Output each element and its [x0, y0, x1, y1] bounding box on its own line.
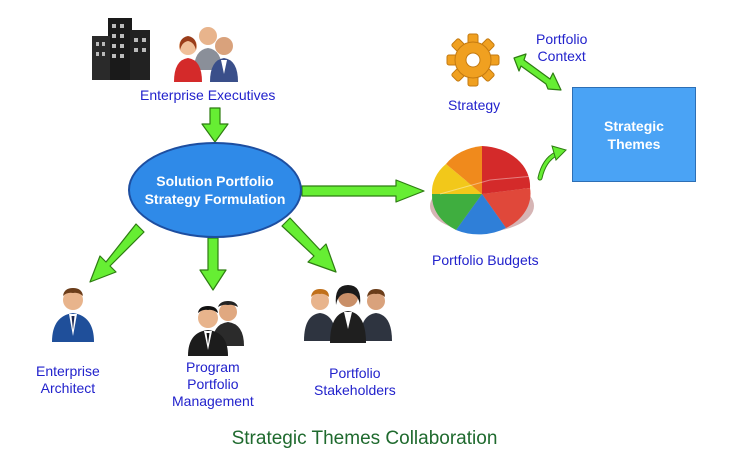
building-icon [92, 18, 150, 80]
portfolio-stakeholders-line-2: Stakeholders [314, 382, 396, 398]
portfolio-budgets-label: Portfolio Budgets [432, 252, 539, 268]
arrow-formulation-to-stakeholders [281, 217, 337, 273]
arrow-formulation-to-architect [89, 223, 145, 283]
arrow-executives-to-formulation [201, 107, 229, 143]
arrow-formulation-to-budgets [301, 179, 425, 203]
businessman-icon [52, 288, 94, 342]
strategic-themes-node: Strategic Themes [572, 87, 696, 182]
enterprise-architect-label: Enterprise Architect [36, 363, 100, 397]
portfolio-stakeholders-line-1: Portfolio [329, 365, 381, 381]
enterprise-executives-label: Enterprise Executives [140, 87, 276, 103]
manager-pair-icon [188, 301, 244, 356]
strategic-themes-line-1: Strategic [604, 117, 664, 134]
solution-portfolio-line-2: Strategy Formulation [144, 191, 286, 207]
enterprise-architect-line-1: Enterprise [36, 363, 100, 379]
portfolio-context-line-1: Portfolio [536, 31, 588, 47]
pie-chart-icon [430, 146, 535, 235]
program-portfolio-management-line-3: Management [172, 393, 254, 409]
strategic-themes-line-2: Themes [607, 135, 661, 152]
arrow-formulation-to-program-management [199, 237, 227, 291]
enterprise-architect-line-2: Architect [40, 380, 96, 396]
solution-portfolio-line-1: Solution Portfolio [156, 173, 274, 189]
arrow-budgets-to-themes [537, 145, 567, 181]
portfolio-context-label: Portfolio Context [536, 31, 587, 65]
portfolio-stakeholders-label: Portfolio Stakeholders [314, 365, 396, 399]
strategy-label: Strategy [448, 97, 501, 113]
arrow-strategy-themes [513, 53, 562, 91]
gear-icon [446, 33, 500, 87]
program-portfolio-management-label: Program Portfolio Management [172, 359, 254, 410]
stakeholder-group-icon [304, 285, 392, 343]
solution-portfolio-node: Solution Portfolio Strategy Formulation [128, 142, 302, 238]
diagram-caption: Strategic Themes Collaboration [231, 428, 498, 449]
portfolio-context-line-2: Context [537, 48, 586, 64]
program-portfolio-management-line-2: Portfolio [187, 376, 239, 392]
program-portfolio-management-line-1: Program [186, 359, 240, 375]
executives-group-icon [174, 27, 238, 82]
